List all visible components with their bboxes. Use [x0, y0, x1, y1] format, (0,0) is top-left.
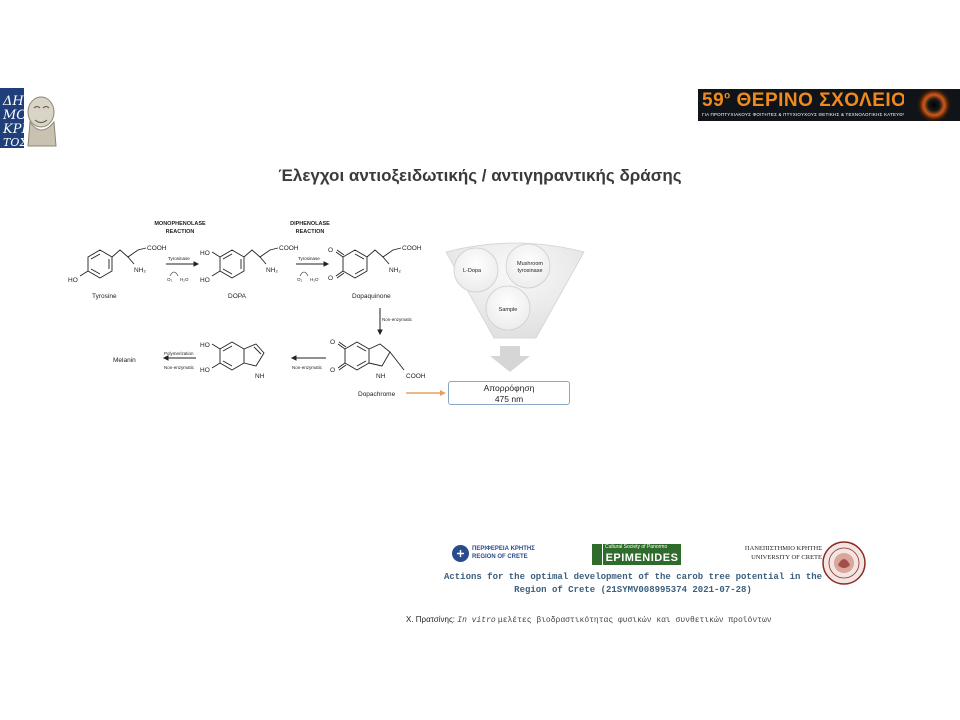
university-name-en: UNIVERSITY OF CRETE [751, 554, 822, 561]
o-label-3: O [330, 339, 335, 346]
epimenides-name: EPIMENIDES [603, 551, 681, 565]
school-number: 59 [702, 90, 725, 111]
cooh-label-2: COOH [279, 245, 299, 252]
diphenolase-label: DIPHENOLASE [290, 221, 330, 227]
school-title: ΘΕΡΙΝΟ ΣΧΟΛΕΙΟ [736, 90, 907, 111]
nh-label-2: NH [255, 373, 265, 380]
eye-icon [904, 89, 960, 121]
tyrosinase-label-1: Tyrosinase [168, 256, 190, 261]
o-label-4: O [330, 367, 335, 374]
demokritos-logo: ΔΗ ΜΟ ΚΡΙ ΤΟΣ [0, 88, 62, 149]
project-line-2: Region of Crete (21SYMV008995374 2021-07… [514, 585, 752, 595]
cooh-label-4: COOH [406, 373, 426, 380]
down-arrow-icon [490, 346, 530, 372]
project-line-1: Actions for the optimal development of t… [443, 572, 823, 582]
region-of-crete-logo: ΠΕΡΙΦΕΡΕΙΑ ΚΡΗΤΗΣ REGION OF CRETE [452, 544, 552, 564]
school-number-sup: ο [724, 90, 731, 102]
ho-label-3: HO [200, 277, 210, 284]
dopaquinone-label: Dopaquinone [352, 293, 391, 300]
diphenolase-label-2: REACTION [296, 229, 325, 235]
ho-label-2: HO [200, 250, 210, 257]
absorbance-result: Απορρόφηση 475 nm [448, 381, 570, 405]
h2o-label-1: H₂O [180, 277, 189, 282]
non-enzymatic-label-1: Non-enzymatic [382, 317, 413, 322]
wavelength-label: 475 nm [494, 394, 524, 404]
ho-label-5: HO [200, 367, 210, 374]
o-label-1: O [328, 247, 333, 254]
tyrosinase-circle [505, 243, 551, 289]
absorbance-label: Απορρόφηση [483, 383, 535, 393]
dopachrome-label: Dopachrome [358, 391, 396, 398]
nh-label-1: NH [376, 373, 386, 380]
slide-title: Έλεγχοι αντιοξειδωτικής / αντιγηραντικής… [278, 166, 682, 185]
region-name-gr: ΠΕΡΙΦΕΡΕΙΑ ΚΡΗΤΗΣ [472, 546, 535, 552]
tyrosine-label: Tyrosine [92, 293, 117, 300]
monophenolase-label-2: REACTION [166, 229, 195, 235]
nh2-label-2: NH₂ [266, 267, 278, 274]
svg-text:ΚΡΙ: ΚΡΙ [2, 122, 27, 137]
tyrosinase-label-2: Tyrosinase [298, 256, 320, 261]
nh2-label-3: NH₂ [389, 267, 401, 274]
project-description: Actions for the optimal development of t… [430, 571, 836, 597]
ldopa-label: L-Dopa [463, 268, 482, 274]
summer-school-logo: 59ο ΘΕΡΙΝΟ ΣΧΟΛΕΙΟ ΓΙΑ ΠΡΟΠΤΥΧΙΑΚΟΥΣ ΦΟΙ… [698, 89, 960, 121]
epimenides-icon [592, 544, 602, 565]
o2-label-2: O₂ [297, 277, 303, 282]
melanin-synthesis-diagram: HO COOH NH₂ HO HO COOH NH₂ O O COOH NH₂ … [68, 221, 446, 398]
ho-label-1: HO [68, 277, 78, 284]
university-seal-icon [822, 541, 866, 585]
region-emblem-icon [452, 545, 469, 562]
svg-text:ΔΗ: ΔΗ [2, 94, 24, 109]
ho-label-4: HO [200, 342, 210, 349]
university-name: ΠΑΝΕΠΙΣΤΗΜΙΟ ΚΡΗΤΗΣ UNIVERSITY OF CRETE [732, 544, 822, 562]
nh2-label-1: NH₂ [134, 267, 146, 274]
h2o-label-2: H₂O [310, 277, 319, 282]
cooh-label-3: COOH [402, 245, 422, 252]
sample-label: Sample [499, 307, 518, 313]
reagent-funnel: L-Dopa Mushroom tyrosinase Sample [445, 242, 585, 372]
epimenides-logo: Cultural Society of Panormo EPIMENIDES [592, 544, 682, 566]
orange-arrow [406, 390, 446, 396]
monophenolase-label: MONOPHENOLASE [154, 221, 206, 227]
dopa-label: DOPA [228, 293, 247, 300]
o-label-2: O [328, 275, 333, 282]
non-enzymatic-label-2: Non-enzymatic [292, 365, 323, 370]
cooh-label-1: COOH [147, 245, 167, 252]
melanin-label: Melanin [113, 357, 136, 364]
svg-text:ΤΟΣ: ΤΟΣ [3, 136, 27, 148]
author-name: Χ. Πρατσίνης: [406, 615, 456, 624]
epimenides-society: Cultural Society of Panormo [603, 544, 681, 551]
tyrosinase-label: tyrosinase [517, 268, 542, 274]
in-vitro-label: In vitro [457, 616, 496, 625]
mushroom-label: Mushroom [517, 261, 543, 267]
university-name-gr: ΠΑΝΕΠΙΣΤΗΜΙΟ ΚΡΗΤΗΣ [744, 545, 822, 552]
non-enzymatic-label-3: Non-enzymatic [164, 365, 195, 370]
svg-text:ΜΟ: ΜΟ [2, 108, 27, 123]
ldopa-circle [453, 247, 499, 293]
region-name-en: REGION OF CRETE [472, 554, 528, 560]
school-subtitle: ΓΙΑ ΠΡΟΠΤΥΧΙΑΚΟΥΣ ΦΟΙΤΗΤΕΣ & ΠΤΥΧΙΟΥΧΟΥΣ… [702, 112, 919, 117]
author-line: Χ. Πρατσίνης: In vitro μελέτες βιοδραστι… [406, 615, 772, 625]
sample-circle [485, 285, 531, 331]
polymerization-label: Polymerization [164, 351, 194, 356]
o2-label-1: O₂ [167, 277, 173, 282]
study-description: μελέτες βιοδραστικότητας φυσικών και συν… [497, 616, 772, 625]
